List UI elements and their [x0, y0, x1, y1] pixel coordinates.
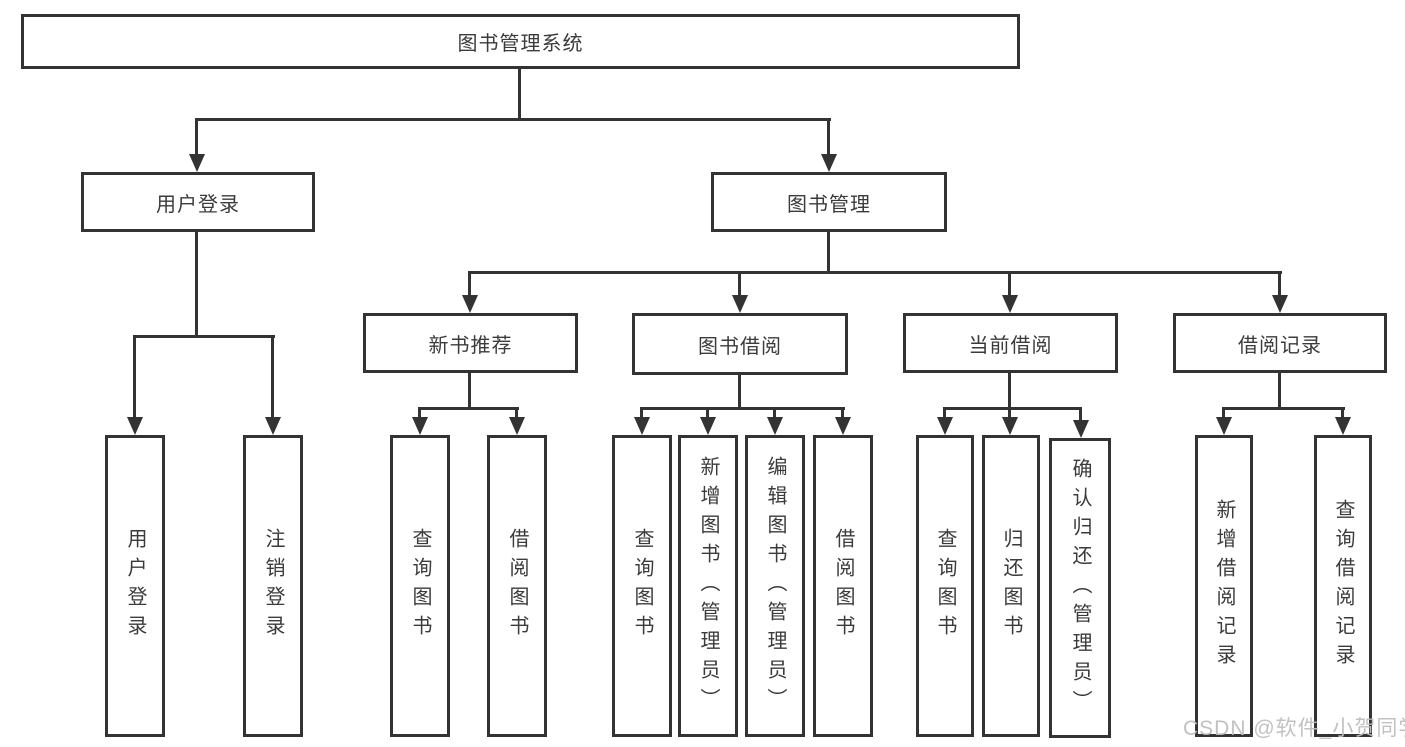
connector-current-hbar: [943, 407, 1082, 410]
leaf-borrow-books-1: 借阅图书: [487, 435, 547, 737]
leaf-query-borrow-record: 查询借阅记录: [1314, 435, 1372, 737]
arrowhead-new-book: [462, 295, 478, 313]
connector-records-hbar: [1222, 407, 1345, 410]
connector-to-borrow-books-2: [841, 407, 844, 421]
connector-to-current-borrow: [1008, 271, 1011, 297]
leaf-label: 用户登录: [124, 528, 146, 644]
connector-to-add-books: [706, 407, 709, 421]
connector-to-book-management: [827, 118, 830, 158]
node-label: 图书借阅: [698, 335, 782, 358]
connector-to-leaf-logout: [271, 335, 274, 419]
connector-to-add-record: [1222, 407, 1225, 421]
connector-to-return-books: [1008, 407, 1011, 421]
connector-management-hbar: [468, 271, 1282, 274]
connector-records-stem: [1278, 373, 1281, 407]
leaf-label: 查询图书: [409, 528, 431, 644]
connector-to-book-borrow: [738, 271, 741, 297]
arrowhead-add-books: [700, 417, 716, 435]
arrowhead-confirm-return: [1073, 420, 1089, 438]
connector-recommend-hbar: [418, 407, 519, 410]
connector-borrow-hbar: [640, 407, 845, 410]
connector-current-stem: [1008, 373, 1011, 407]
leaf-add-borrow-record: 新增借阅记录: [1195, 435, 1253, 737]
connector-root-stem: [518, 68, 521, 118]
connector-to-new-book: [468, 271, 471, 297]
arrowhead-add-record: [1216, 417, 1232, 435]
node-label: 借阅记录: [1238, 334, 1322, 357]
connector-to-edit-books: [773, 407, 776, 421]
connector-to-user-login: [195, 118, 198, 158]
arrowhead-query-books-3: [937, 417, 953, 435]
leaf-label: 归还图书: [1000, 528, 1022, 644]
connector-to-query-record: [1341, 407, 1344, 421]
node-borrow-records: 借阅记录: [1173, 313, 1387, 373]
leaf-label: 借阅图书: [832, 528, 854, 644]
leaf-label: 确认归还（管理员）: [1069, 457, 1091, 719]
arrowhead-user-login: [189, 154, 205, 172]
connector-management-stem: [827, 232, 830, 271]
node-label: 当前借阅: [968, 334, 1053, 357]
connector-to-query-books-1: [418, 407, 421, 421]
arrowhead-query-books-1: [412, 417, 428, 435]
leaf-logout: 注销登录: [243, 435, 303, 737]
arrowhead-borrow-books-1: [509, 417, 525, 435]
arrowhead-query-record: [1335, 417, 1351, 435]
leaf-query-books-3: 查询图书: [916, 435, 974, 737]
leaf-add-books-admin: 新增图书（管理员）: [678, 435, 738, 737]
leaf-borrow-books-2: 借阅图书: [813, 435, 873, 737]
leaf-confirm-return-admin: 确认归还（管理员）: [1049, 438, 1111, 738]
connector-to-borrow-books-1: [515, 407, 518, 421]
connector-borrow-stem: [738, 375, 741, 407]
node-user-login: 用户登录: [81, 172, 315, 232]
connector-login-hbar: [133, 335, 275, 338]
connector-login-stem: [195, 232, 198, 335]
node-current-borrow: 当前借阅: [903, 313, 1118, 373]
connector-to-confirm-return: [1079, 407, 1082, 421]
leaf-label: 借阅图书: [506, 528, 528, 644]
node-label: 图书管理系统: [457, 33, 584, 55]
node-new-book-recommend: 新书推荐: [363, 313, 578, 373]
connector-to-leaf-user-login: [133, 335, 136, 419]
node-library-management-system: 图书管理系统: [21, 14, 1020, 69]
connector-recommend-stem: [468, 373, 471, 407]
node-book-management: 图书管理: [711, 172, 947, 232]
leaf-query-books-2: 查询图书: [612, 435, 672, 737]
leaf-query-books-1: 查询图书: [390, 435, 450, 737]
arrowhead-borrow-records: [1272, 295, 1288, 313]
connector-to-query-books-2: [640, 407, 643, 421]
leaf-label: 查询借阅记录: [1332, 499, 1354, 673]
leaf-user-login: 用户登录: [105, 435, 165, 737]
leaf-label: 编辑图书（管理员）: [764, 455, 786, 717]
leaf-label: 新增借阅记录: [1213, 499, 1235, 673]
arrowhead-book-management: [821, 154, 837, 172]
leaf-label: 注销登录: [262, 528, 284, 644]
node-label: 新书推荐: [428, 334, 513, 357]
arrowhead-edit-books: [767, 417, 783, 435]
arrowhead-return-books: [1002, 417, 1018, 435]
arrowhead-query-books-2: [634, 417, 650, 435]
node-book-borrow: 图书借阅: [632, 313, 848, 375]
leaf-label: 查询图书: [934, 528, 956, 644]
connector-root-hbar: [196, 118, 831, 121]
leaf-edit-books-admin: 编辑图书（管理员）: [745, 435, 805, 737]
arrowhead-leaf-logout: [265, 417, 281, 435]
node-label: 图书管理: [787, 193, 871, 216]
csdn-watermark: CSDN @软件_小贺同学: [1183, 717, 1405, 740]
connector-to-borrow-records: [1278, 271, 1281, 297]
arrowhead-borrow-books-2: [835, 417, 851, 435]
leaf-return-books: 归还图书: [982, 435, 1040, 737]
leaf-label: 查询图书: [631, 528, 653, 644]
arrowhead-leaf-user-login: [127, 417, 143, 435]
connector-to-query-books-3: [943, 407, 946, 421]
arrowhead-current-borrow: [1002, 295, 1018, 313]
leaf-label: 新增图书（管理员）: [697, 455, 719, 717]
arrowhead-book-borrow: [732, 295, 748, 313]
node-label: 用户登录: [156, 193, 240, 216]
